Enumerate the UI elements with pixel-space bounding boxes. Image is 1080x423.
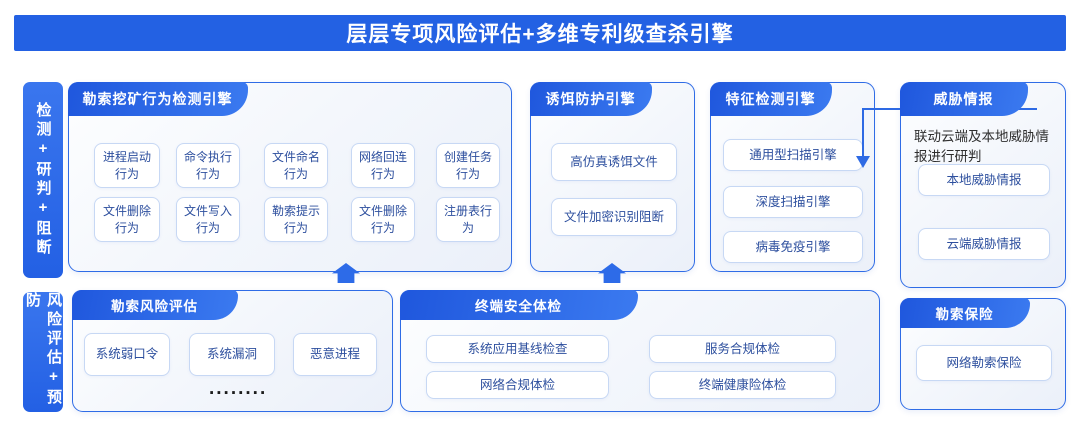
chip: 恶意进程 — [293, 333, 377, 376]
chip: 注册表行为 — [436, 197, 500, 242]
chip: 云端威胁情报 — [918, 228, 1050, 260]
chip: 病毒免疫引擎 — [723, 231, 863, 263]
chip: 进程启动行为 — [94, 143, 160, 188]
panel-threat-intel: 威胁情报 联动云端及本地威胁情报进行研判 本地威胁情报 云端威胁情报 — [899, 81, 1066, 288]
side-label-prevention: 风险评估+预防 — [23, 292, 63, 412]
side-label-detection: 检测+研判+阻断 — [23, 82, 63, 278]
panel-risk-assessment: 勒索风险评估 系统弱口令 系统漏洞 恶意进程 ........ — [71, 289, 393, 412]
panel-decoy: 诱饵防护引擎 高仿真诱饵文件 文件加密识别阻断 — [529, 81, 695, 272]
chip: 文件写入行为 — [176, 197, 240, 242]
panel-signature: 特征检测引擎 通用型扫描引擎 深度扫描引擎 病毒免疫引擎 — [709, 81, 875, 272]
chip: 终端健康险体检 — [649, 371, 836, 399]
panel-insurance: 勒索保险 网络勒索保险 — [899, 297, 1066, 410]
down-arrow-icon — [856, 156, 870, 168]
panel-security-checkup-tab: 终端安全体检 — [399, 289, 638, 320]
chip: 勒索提示行为 — [264, 197, 328, 242]
chip: 通用型扫描引擎 — [723, 139, 863, 171]
chip: 高仿真诱饵文件 — [551, 143, 677, 181]
panel-ransom-mining: 勒索挖矿行为检测引擎 进程启动行为 命令执行行为 文件命名行为 网络回连行为 创… — [67, 81, 512, 272]
chip: 服务合规体检 — [649, 335, 836, 363]
panel-insurance-tab: 勒索保险 — [899, 297, 1030, 328]
chip: 深度扫描引擎 — [723, 186, 863, 218]
chip: 文件加密识别阻断 — [551, 198, 677, 236]
panel-signature-tab: 特征检测引擎 — [709, 81, 832, 116]
chip: 网络回连行为 — [351, 143, 415, 188]
chip: 系统应用基线检查 — [426, 335, 609, 363]
chip: 本地威胁情报 — [918, 164, 1050, 196]
chip: 创建任务行为 — [436, 143, 500, 188]
chip: 网络合规体检 — [426, 371, 609, 399]
chip: 文件删除行为 — [351, 197, 415, 242]
panel-ransom-mining-tab: 勒索挖矿行为检测引擎 — [67, 81, 248, 116]
chip: 文件命名行为 — [264, 143, 328, 188]
panel-threat-intel-tab: 威胁情报 — [899, 81, 1028, 116]
panel-security-checkup: 终端安全体检 系统应用基线检查 服务合规体检 网络合规体检 终端健康险体检 — [399, 289, 880, 412]
chip: 系统弱口令 — [84, 333, 170, 376]
threat-intel-description: 联动云端及本地威胁情报进行研判 — [914, 129, 1049, 164]
connector-line — [862, 108, 864, 156]
ellipsis-dots: ........ — [209, 378, 268, 399]
banner-title: 层层专项风险评估+多维专利级查杀引擎 — [14, 15, 1066, 51]
chip: 命令执行行为 — [176, 143, 240, 188]
panel-decoy-tab: 诱饵防护引擎 — [529, 81, 652, 116]
chip: 系统漏洞 — [189, 333, 275, 376]
chip: 文件删除行为 — [94, 197, 160, 242]
panel-risk-assessment-tab: 勒索风险评估 — [71, 289, 238, 320]
chip: 网络勒索保险 — [916, 345, 1052, 381]
